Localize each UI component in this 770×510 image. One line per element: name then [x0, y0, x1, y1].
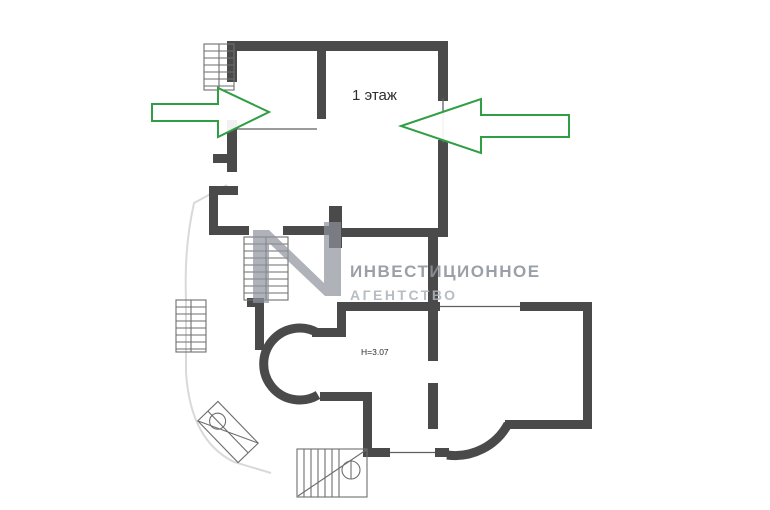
stairs-left	[175, 299, 207, 353]
wall-segment	[342, 228, 448, 237]
watermark-logo	[253, 222, 341, 303]
wall-segment	[428, 383, 438, 429]
wall-segment	[520, 302, 592, 311]
wall-segment	[320, 392, 372, 401]
ramp-diagonal	[197, 420, 259, 444]
ramp-circle	[209, 412, 227, 430]
wall-segment	[363, 448, 390, 457]
wall-segment	[583, 302, 592, 429]
wall-segment	[438, 143, 448, 237]
terrace-path	[184, 184, 272, 474]
ramp-bottom-left	[197, 400, 259, 464]
wall-segment	[209, 226, 249, 235]
wall-segment	[505, 420, 592, 429]
stair-treads	[176, 306, 206, 350]
wall-segment	[317, 51, 326, 119]
wall-segment	[428, 237, 438, 304]
window-sill-tick	[227, 79, 237, 82]
height-label: Н=3.07	[361, 347, 389, 357]
wall-segment	[435, 448, 449, 457]
floor-label: 1 этаж	[352, 87, 397, 104]
entry-arrow-left-icon	[151, 86, 272, 139]
watermark-line2: АГЕНТСТВО	[350, 287, 458, 303]
entry-arrows	[151, 86, 570, 155]
wall-segment	[227, 41, 237, 79]
terrace-outline	[184, 184, 272, 474]
wall-segment	[209, 186, 238, 195]
stairs-bottom	[296, 448, 368, 498]
stair-diagonal	[297, 449, 367, 497]
wall-segment	[438, 41, 448, 98]
wall-segment	[283, 226, 331, 235]
wall-segment	[312, 328, 346, 337]
wall-segment	[337, 302, 346, 337]
wall-segment	[255, 298, 264, 350]
watermark-line1: ИНВЕСТИЦИОННОЕ	[350, 262, 541, 281]
wall-segment	[227, 123, 237, 172]
wall-segment	[340, 302, 440, 311]
bay-window-arc-wall	[259, 323, 321, 405]
entry-arrow-right-icon	[397, 97, 570, 155]
wall-segment	[227, 41, 448, 51]
stair-treads	[303, 449, 340, 497]
wall-segment	[213, 154, 237, 163]
curved-walls	[259, 323, 512, 461]
rounded-corner-wall	[446, 421, 512, 461]
wall-segment	[428, 311, 438, 361]
wall-segment	[363, 395, 372, 457]
wall-segment	[209, 186, 218, 235]
watermark: ИНВЕСТИЦИОННОЕ АГЕНТСТВО	[253, 222, 541, 303]
